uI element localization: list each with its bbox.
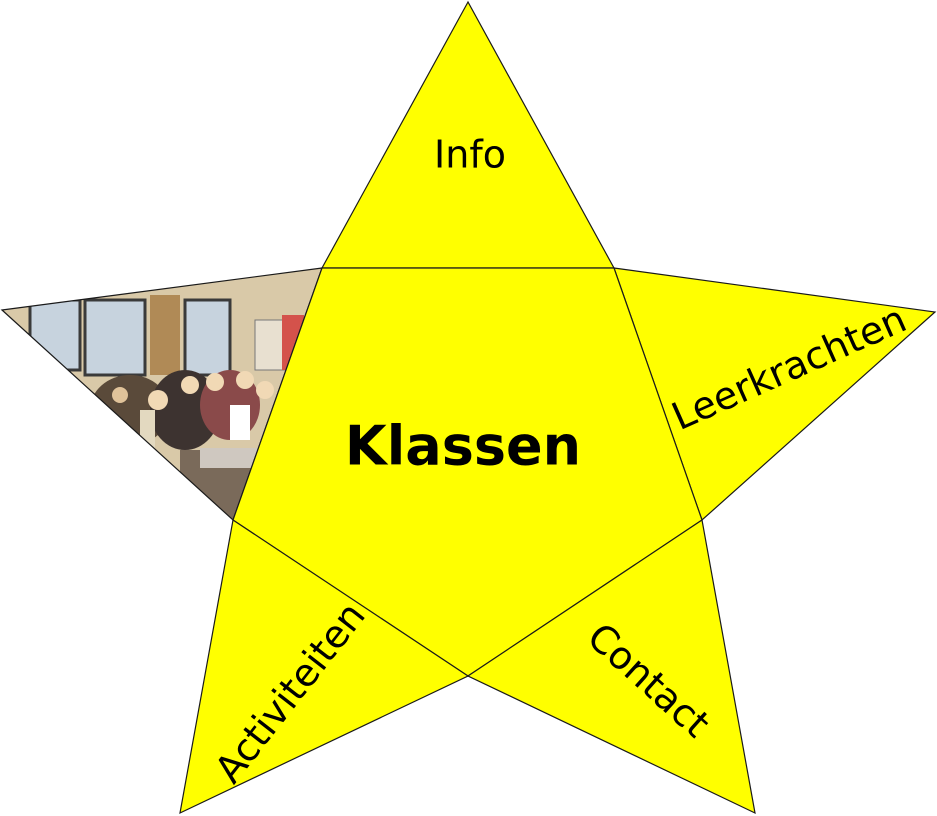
- star-arm-bottom-right: [466, 518, 756, 815]
- menu-item-contact[interactable]: Contact: [466, 518, 756, 815]
- klassen-label: Klassen: [345, 415, 581, 478]
- star-arm-bottom-left: [179, 518, 470, 815]
- menu-item-klassen[interactable]: Klassen: [232, 267, 703, 677]
- info-label: Info: [434, 133, 506, 177]
- menu-item-info[interactable]: Info: [320, 0, 616, 269]
